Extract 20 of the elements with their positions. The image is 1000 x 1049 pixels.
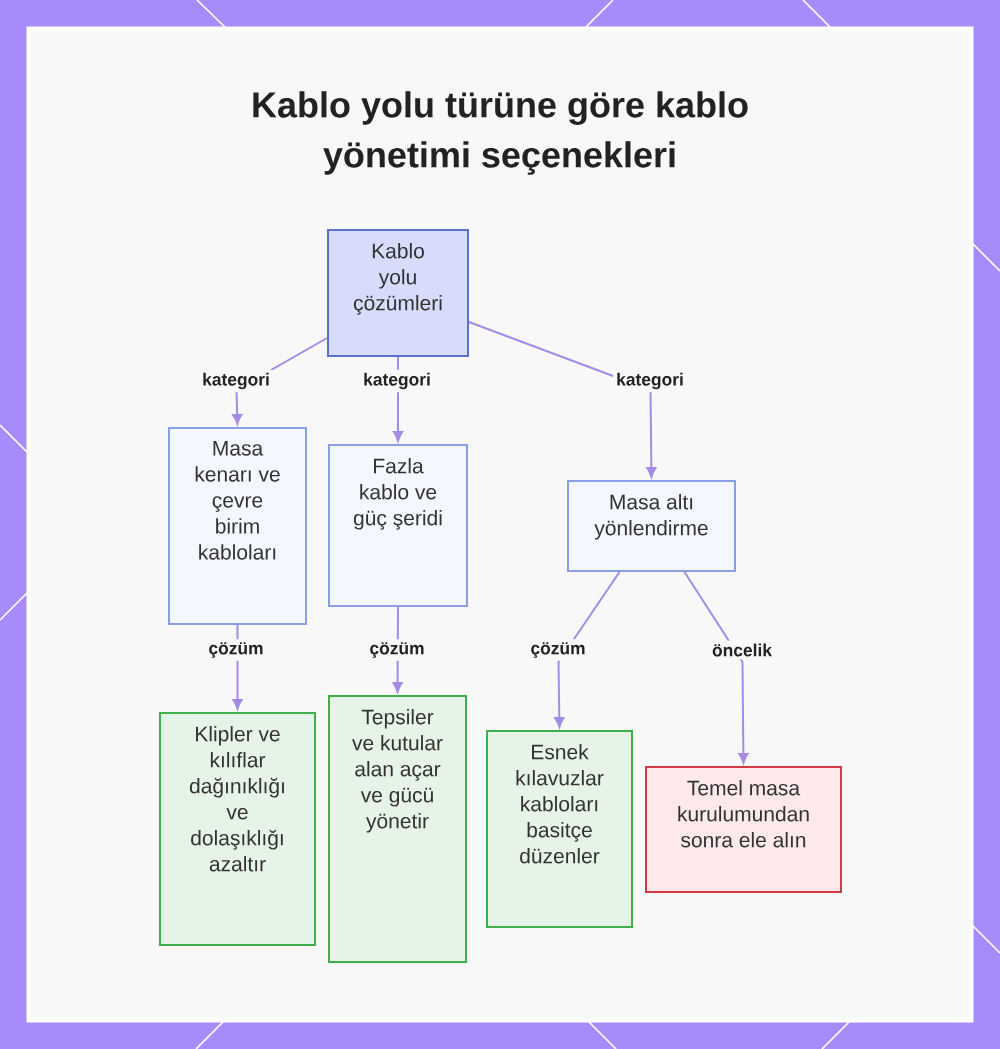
edge-label: çözüm <box>366 639 428 661</box>
node-box: Masa altı yönlendirme <box>567 480 736 572</box>
node-box: Fazla kablo ve güç şeridi <box>328 444 468 607</box>
node-box: Kablo yolu çözümleri <box>327 229 469 357</box>
edge-label: çözüm <box>205 639 267 661</box>
arrow <box>683 571 749 764</box>
edge-label: kategori <box>360 369 434 393</box>
node-box: Masa kenarı ve çevre birim kabloları <box>168 427 307 625</box>
arrow <box>392 356 404 442</box>
arrow <box>468 321 657 478</box>
edge-label: kategori <box>199 369 273 393</box>
node-box: Esnek kılavuzlar kabloları basitçe düzenler <box>486 730 633 928</box>
node-box: Temel masa kurulumundan sonra ele alın <box>645 766 842 893</box>
arrow <box>554 571 621 728</box>
arrow <box>232 624 243 710</box>
edge-label: çözüm <box>527 639 589 661</box>
edge-label: kategori <box>613 369 687 393</box>
node-box: Tepsiler ve kutular alan açar ve gücü yönetir <box>328 695 467 963</box>
node-box: Klipler ve kılıflar dağınıklığı ve dolaşıklığı azaltır <box>159 712 316 946</box>
title: Kablo yolu türüne göre kablo yönetimi seçenekleri <box>253 91 748 175</box>
